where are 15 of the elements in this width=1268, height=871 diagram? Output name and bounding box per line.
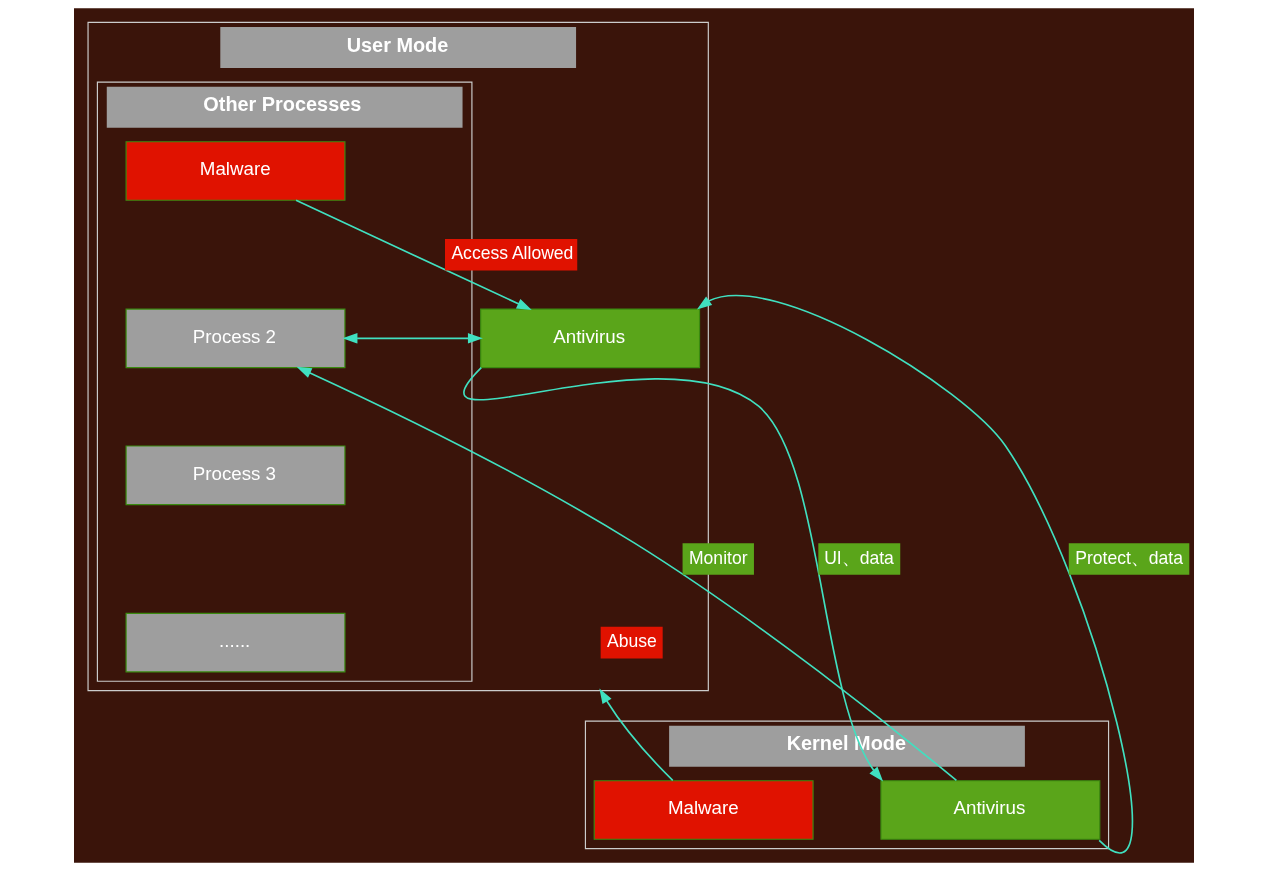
node-box: Malware: [125, 141, 346, 201]
node-box: ......: [125, 612, 346, 673]
edge-label: UI、data: [824, 547, 894, 568]
arrow: [599, 688, 674, 782]
edge-label: Abuse: [607, 631, 657, 652]
node-box: Malware: [593, 780, 814, 840]
arrow: [463, 366, 884, 782]
node-box: Antivirus: [480, 308, 701, 369]
arrow: [342, 333, 483, 344]
node-box: Process 2: [125, 308, 346, 369]
node-box: Antivirus: [880, 780, 1101, 840]
edge-label: Protect、data: [1075, 547, 1183, 568]
node-box: Process 3: [125, 445, 346, 506]
arrow: [696, 295, 1133, 854]
arrow: [295, 199, 532, 311]
